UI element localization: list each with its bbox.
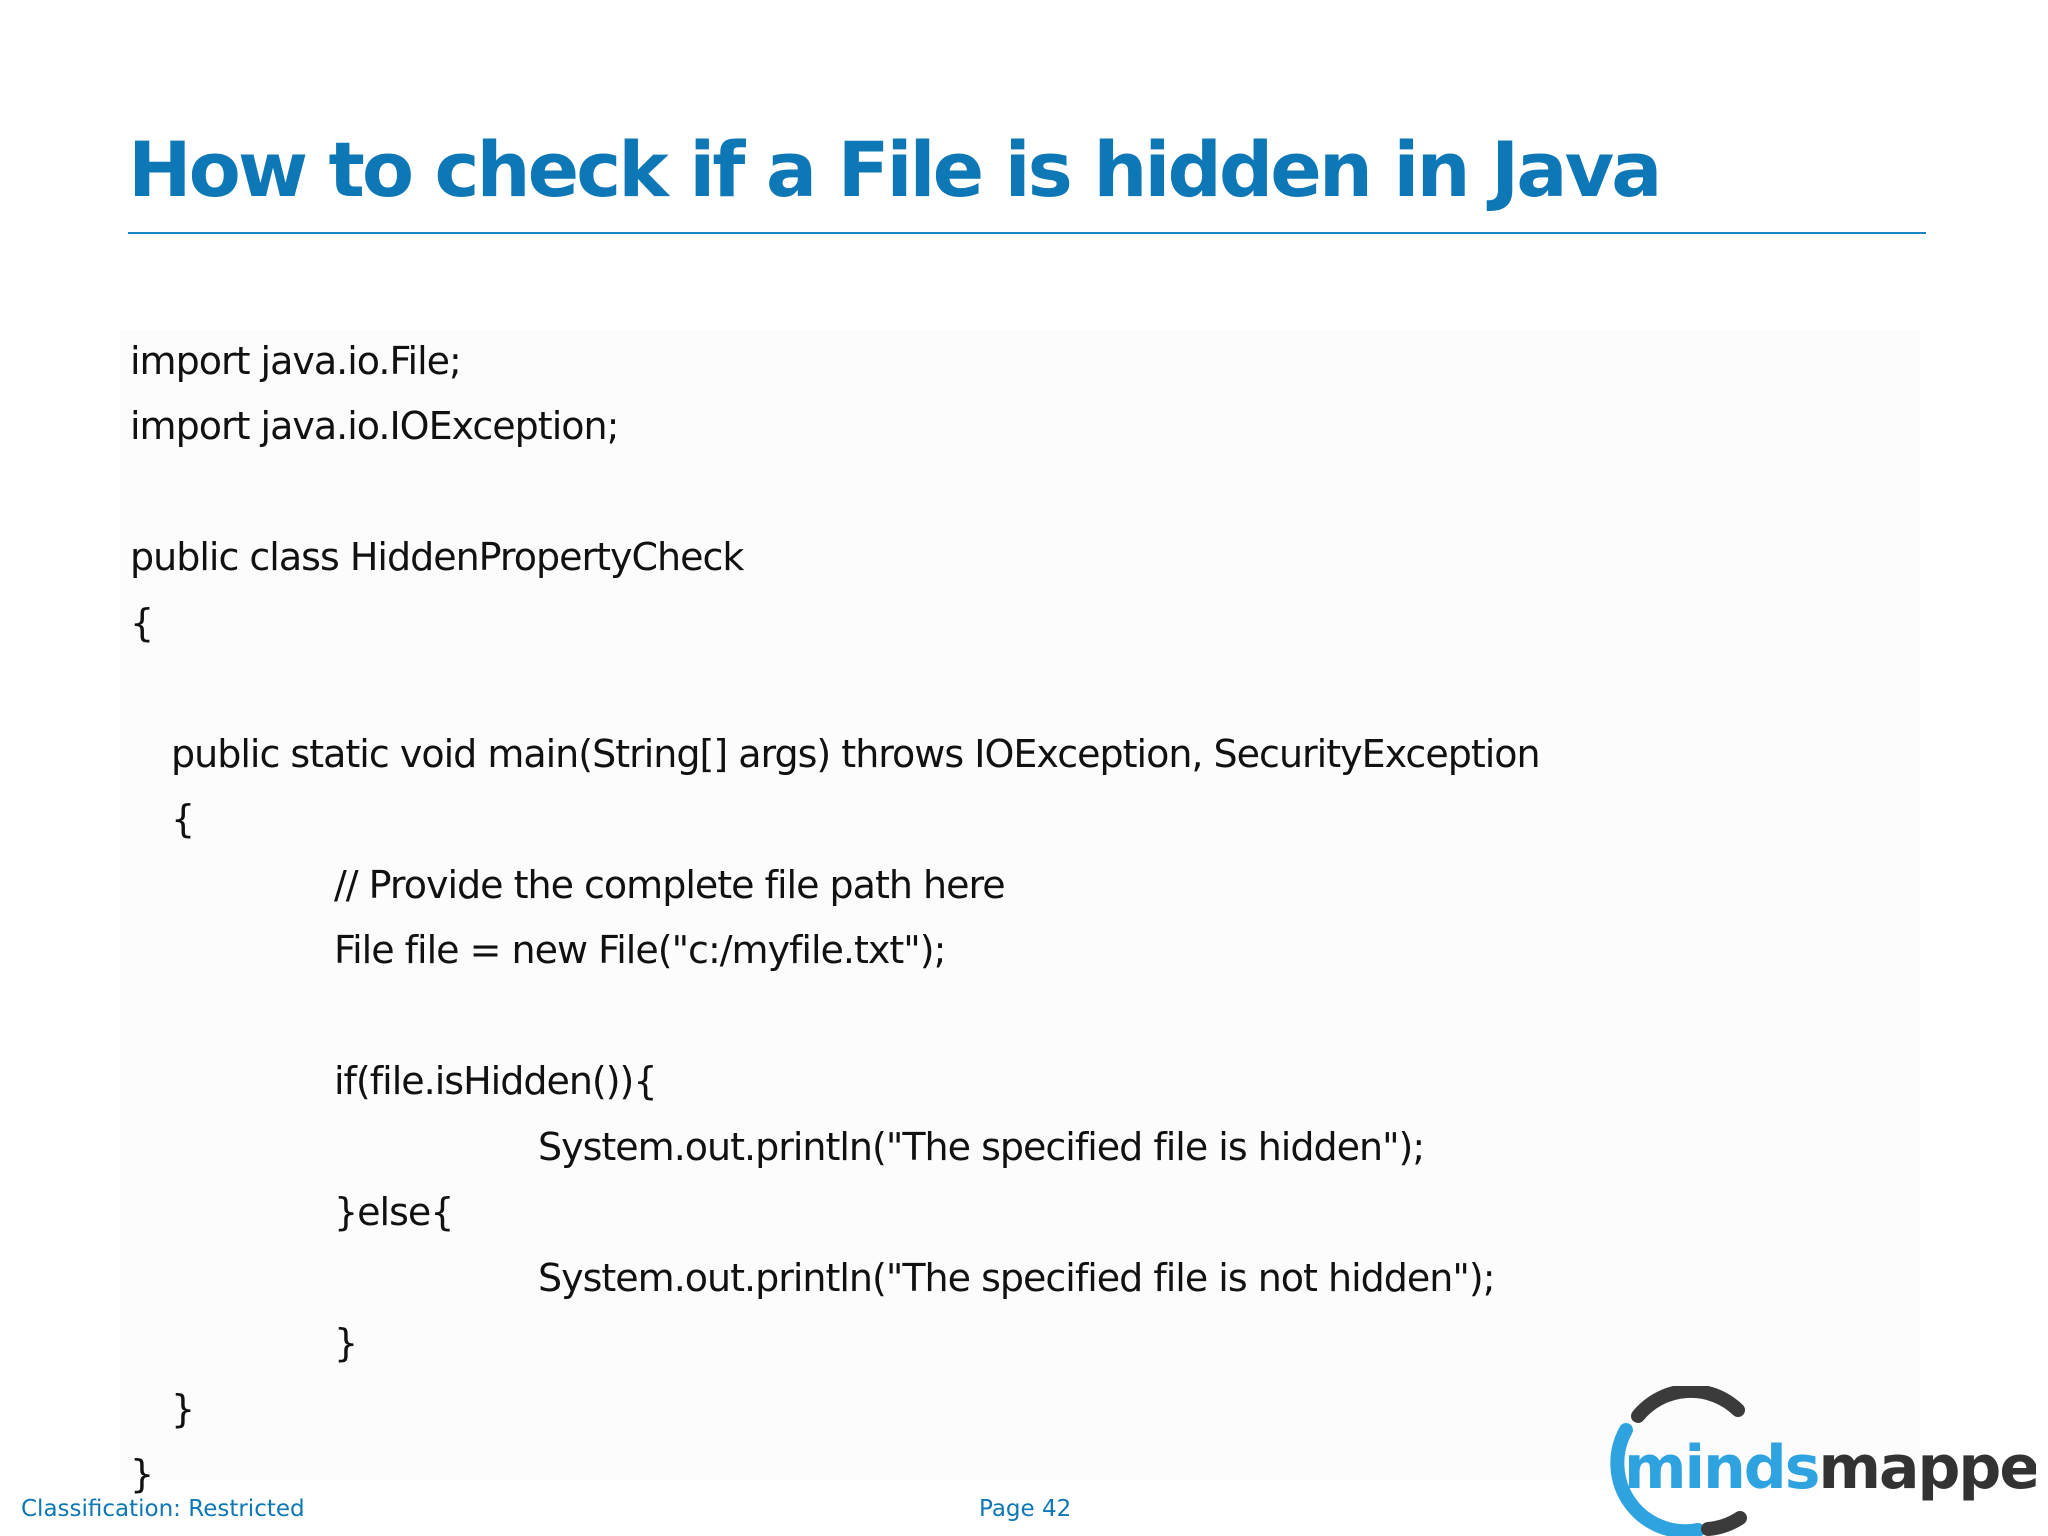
footer-page-number: Page 42 bbox=[979, 1496, 1072, 1522]
code-line: public class HiddenPropertyCheck bbox=[130, 535, 744, 579]
code-block-background bbox=[120, 330, 1920, 1480]
code-line: // Provide the complete file path here bbox=[334, 863, 1006, 907]
title-divider bbox=[128, 232, 1926, 234]
code-line: } bbox=[171, 1387, 195, 1431]
code-line: }else{ bbox=[334, 1190, 454, 1234]
code-line: File file = new File("c:/myfile.txt"); bbox=[334, 928, 946, 972]
code-line: public static void main(String[] args) t… bbox=[171, 732, 1541, 776]
svg-text:mindsmapped: mindsmapped bbox=[1624, 1433, 2036, 1503]
footer-classification: Classification: Restricted bbox=[21, 1496, 305, 1522]
code-line: if(file.isHidden()){ bbox=[334, 1059, 658, 1103]
logo-ring-light bbox=[1610, 1423, 1705, 1536]
slide-title: How to check if a File is hidden in Java bbox=[128, 125, 1662, 214]
code-line: } bbox=[334, 1321, 358, 1365]
logo-ring-dark bbox=[1631, 1386, 1745, 1423]
logo-ring-dark-bottom bbox=[1701, 1511, 1747, 1536]
code-line: } bbox=[130, 1452, 154, 1496]
logo-text-minds: minds bbox=[1624, 1433, 1818, 1503]
code-line: System.out.println("The specified file i… bbox=[538, 1125, 1425, 1169]
code-line: import java.io.File; bbox=[130, 339, 462, 383]
mindsmapped-logo: mindsmapped bbox=[1610, 1386, 2036, 1536]
logo-text-mapped: mapped bbox=[1818, 1433, 2036, 1503]
code-line: import java.io.IOException; bbox=[130, 404, 619, 448]
code-line: System.out.println("The specified file i… bbox=[538, 1256, 1495, 1300]
code-line: { bbox=[171, 797, 195, 841]
code-line: { bbox=[130, 601, 154, 645]
